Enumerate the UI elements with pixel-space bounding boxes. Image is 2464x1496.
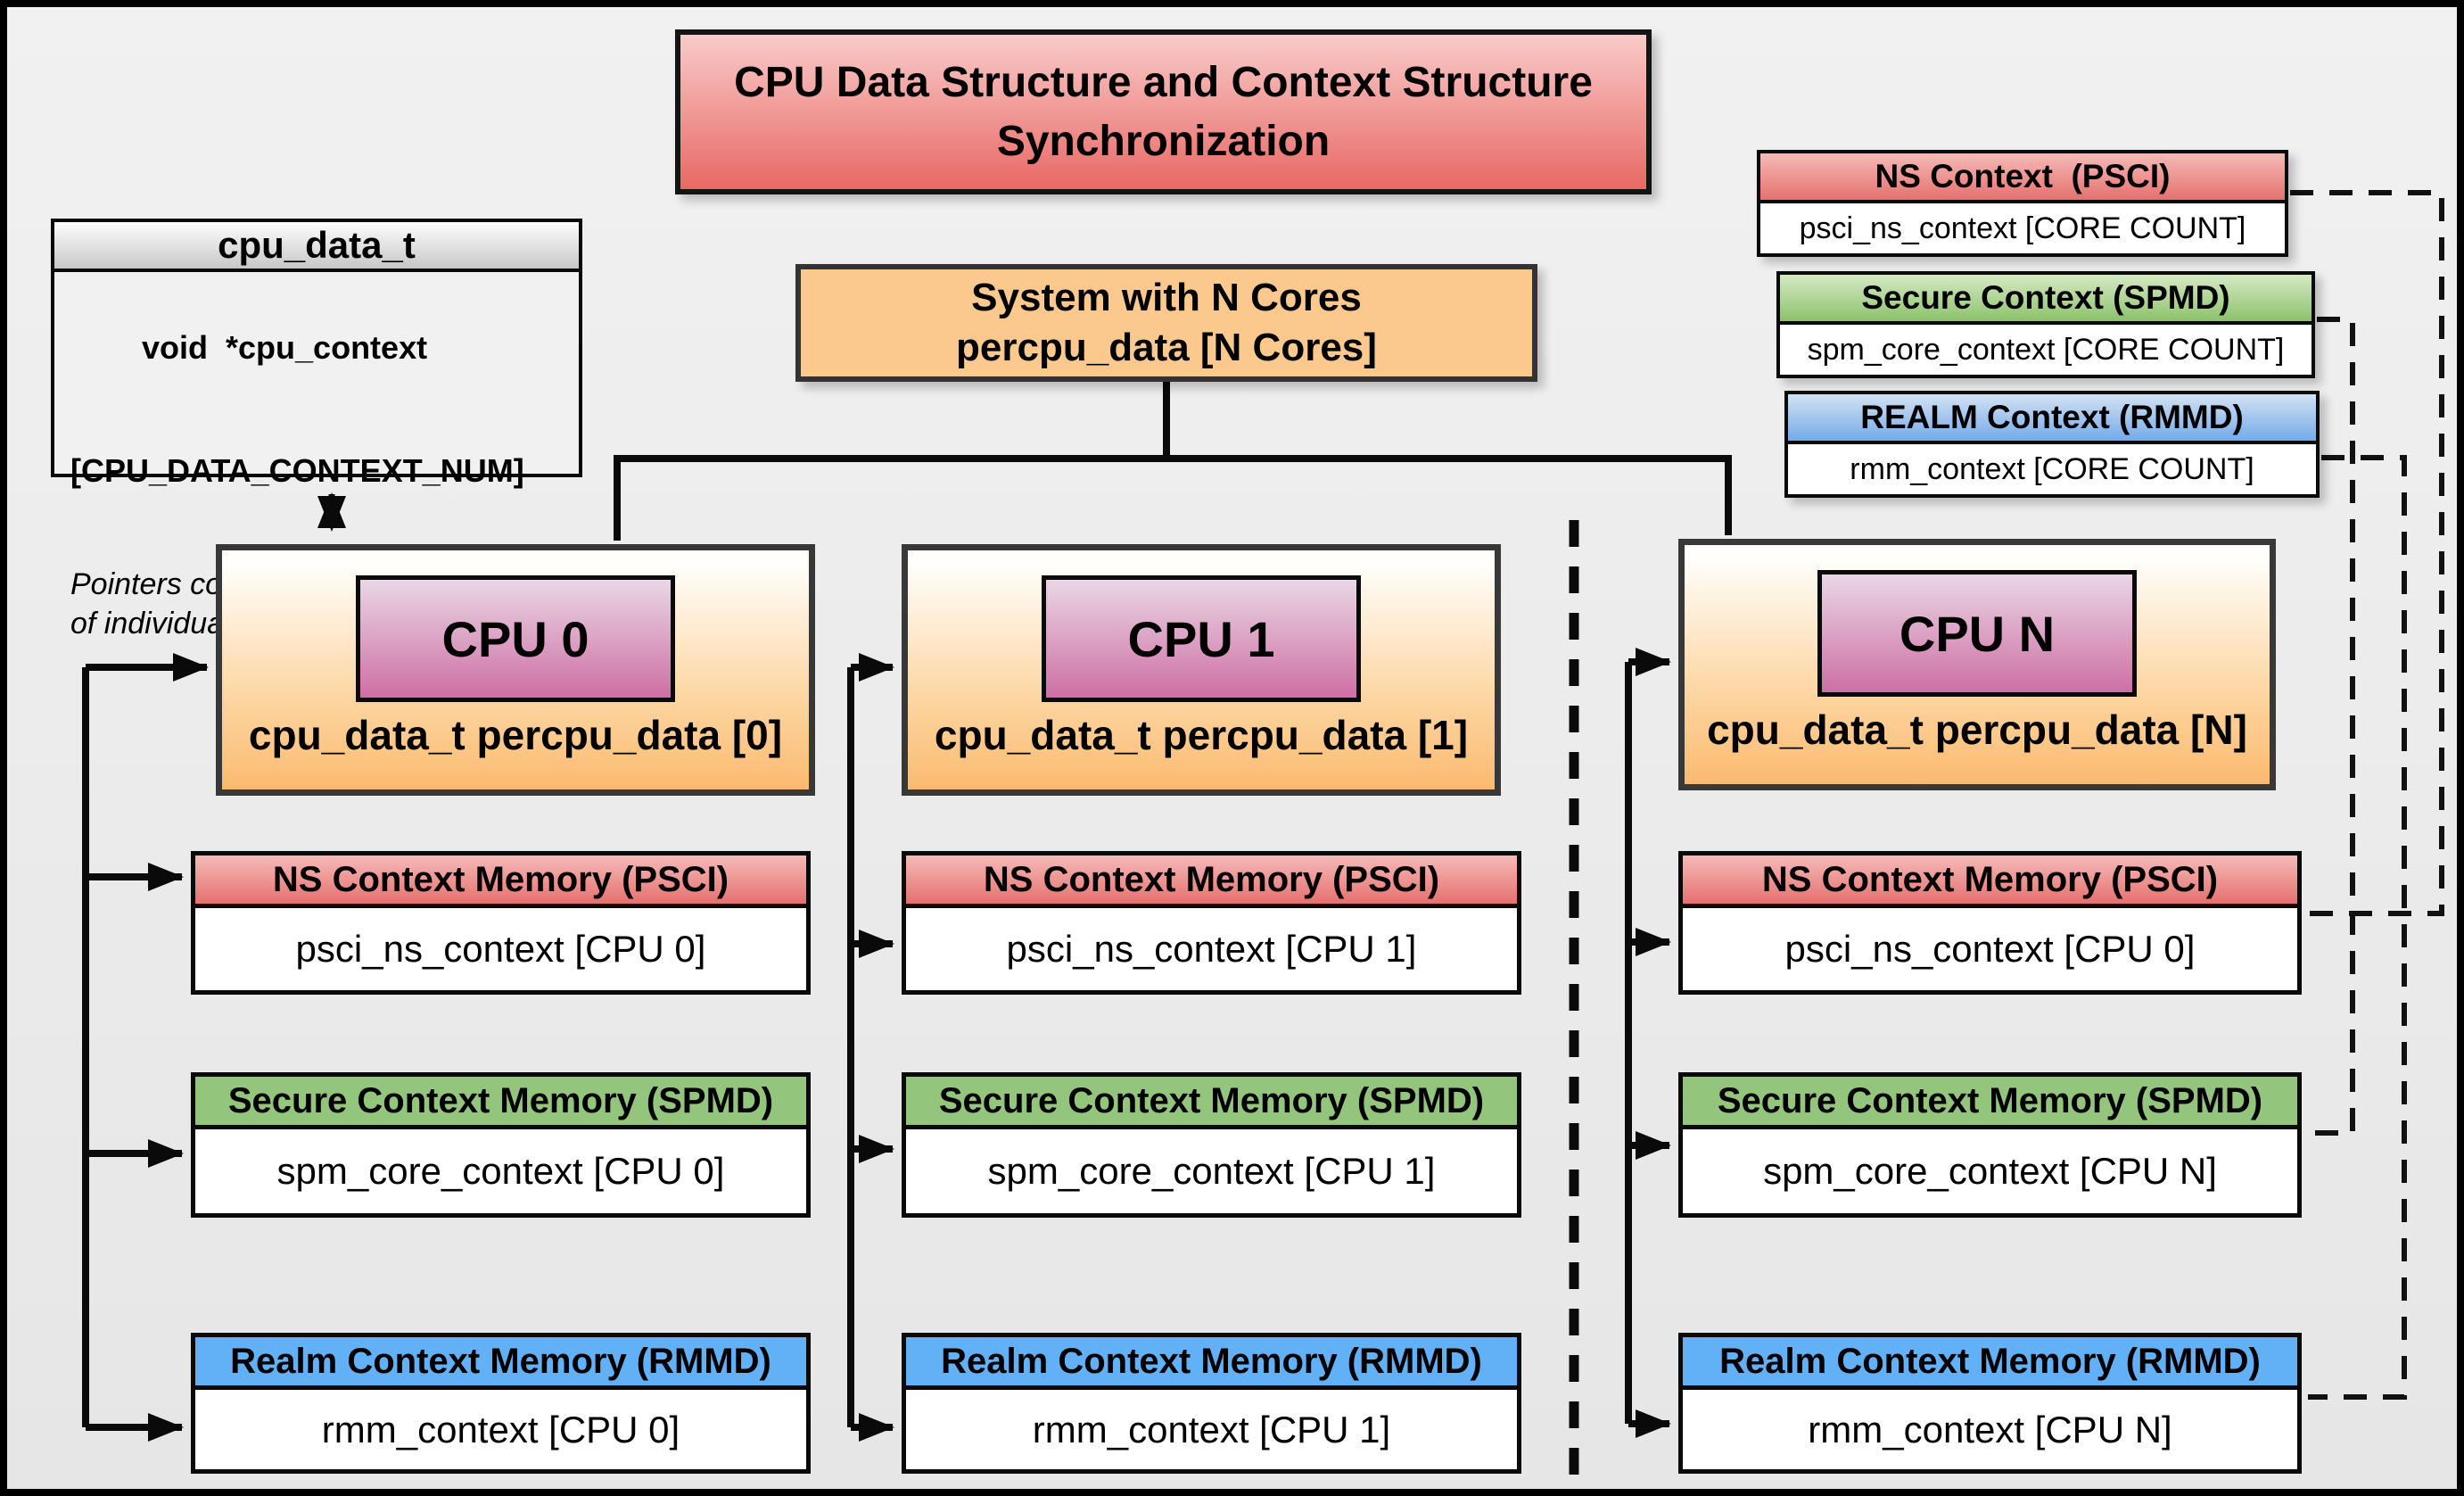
- cpu0-realm-context-memory: Realm Context Memory (RMMD) rmm_context …: [191, 1333, 811, 1474]
- legend-ns-context: NS Context (PSCI) psci_ns_context [CORE …: [1757, 150, 2288, 257]
- cpun-percpu-data: cpu_data_t percpu_data [N]: [1707, 707, 2247, 753]
- cpun-box: CPU N cpu_data_t percpu_data [N]: [1678, 539, 2276, 790]
- cpun-ns-header: NS Context Memory (PSCI): [1683, 855, 2297, 908]
- cpu0-secure-value: spm_core_context [CPU 0]: [276, 1150, 725, 1192]
- cpu1-percpu-data: cpu_data_t percpu_data [1]: [934, 712, 1469, 758]
- cpu1-ns-value: psci_ns_context [CPU 1]: [1006, 928, 1417, 970]
- cpu0-ns-header: NS Context Memory (PSCI): [195, 855, 806, 908]
- cpu0-ns-value: psci_ns_context [CPU 0]: [295, 928, 706, 970]
- system-line-2: percpu_data [N Cores]: [956, 326, 1377, 369]
- system-box: System with N Cores percpu_data [N Cores…: [795, 264, 1537, 382]
- cpu0-pointer-arrows: [82, 653, 209, 1442]
- title-line-2: Synchronization: [996, 117, 1331, 165]
- cpun-secure-value: spm_core_context [CPU N]: [1763, 1150, 2217, 1192]
- legend-realm-title: REALM Context (RMMD): [1788, 394, 2316, 444]
- cpu1-secure-context-memory: Secure Context Memory (SPMD) spm_core_co…: [902, 1072, 1521, 1218]
- title-line-1: CPU Data Structure and Context Structure: [734, 58, 1593, 106]
- cpu1-secure-header: Secure Context Memory (SPMD): [906, 1077, 1517, 1129]
- legend-secure-title: Secure Context (SPMD): [1780, 275, 2312, 325]
- legend-secure-context: Secure Context (SPMD) spm_core_context […: [1776, 271, 2315, 378]
- legend-ns-value: psci_ns_context [CORE COUNT]: [1799, 211, 2246, 245]
- cpun-realm-header: Realm Context Memory (RMMD): [1683, 1337, 2297, 1390]
- legend-realm-context: REALM Context (RMMD) rmm_context [CORE C…: [1784, 391, 2320, 498]
- cpun-label: CPU N: [1817, 570, 2137, 697]
- cpu-data-t-header: cpu_data_t: [54, 222, 579, 272]
- cpu1-realm-value: rmm_context [CPU 1]: [1032, 1408, 1391, 1451]
- cpu1-ns-context-memory: NS Context Memory (PSCI) psci_ns_context…: [902, 851, 1521, 995]
- cpu0-ns-context-memory: NS Context Memory (PSCI) psci_ns_context…: [191, 851, 811, 995]
- cpu0-label: CPU 0: [356, 575, 675, 702]
- cpu1-secure-value: spm_core_context [CPU 1]: [987, 1150, 1436, 1192]
- cpun-secure-context-memory: Secure Context Memory (SPMD) spm_core_co…: [1678, 1072, 2302, 1218]
- diagram-title: CPU Data Structure and Context Structure…: [675, 29, 1652, 194]
- system-line-1: System with N Cores: [971, 276, 1362, 319]
- cpu1-realm-header: Realm Context Memory (RMMD): [906, 1337, 1517, 1390]
- cpun-ns-value: psci_ns_context [CPU 0]: [1784, 928, 2196, 970]
- cpu0-realm-header: Realm Context Memory (RMMD): [195, 1337, 806, 1390]
- cpu1-realm-context-memory: Realm Context Memory (RMMD) rmm_context …: [902, 1333, 1521, 1474]
- legend-secure-value: spm_core_context [CORE COUNT]: [1807, 332, 2285, 367]
- cpu1-ns-header: NS Context Memory (PSCI): [906, 855, 1517, 908]
- cpun-realm-value: rmm_context [CPU N]: [1808, 1408, 2172, 1451]
- cpu0-percpu-data: cpu_data_t percpu_data [0]: [248, 712, 783, 758]
- cpu1-label: CPU 1: [1042, 575, 1361, 702]
- cpu1-box: CPU 1 cpu_data_t percpu_data [1]: [902, 544, 1501, 796]
- field-line-1: void *cpu_context: [142, 329, 428, 366]
- cpun-pointer-arrows: [1625, 648, 1671, 1438]
- cpun-realm-context-memory: Realm Context Memory (RMMD) rmm_context …: [1678, 1333, 2302, 1474]
- cpu0-box: CPU 0 cpu_data_t percpu_data [0]: [216, 544, 815, 796]
- system-bus-lines: [614, 382, 1732, 541]
- legend-realm-value: rmm_context [CORE COUNT]: [1850, 451, 2254, 486]
- legend-ns-title: NS Context (PSCI): [1760, 153, 2285, 203]
- cpun-secure-header: Secure Context Memory (SPMD): [1683, 1077, 2297, 1129]
- cpu0-realm-value: rmm_context [CPU 0]: [321, 1408, 680, 1451]
- cpu0-secure-header: Secure Context Memory (SPMD): [195, 1077, 806, 1129]
- cpun-ns-context-memory: NS Context Memory (PSCI) psci_ns_context…: [1678, 851, 2302, 995]
- realm-legend-connector: [2308, 455, 2407, 1400]
- cpu0-secure-context-memory: Secure Context Memory (SPMD) spm_core_co…: [191, 1072, 811, 1218]
- cpu-data-t-box: cpu_data_t void *cpu_context [CPU_DATA_C…: [51, 219, 582, 641]
- cpu-data-t-field: void *cpu_context [CPU_DATA_CONTEXT_NUM]: [70, 286, 563, 533]
- field-line-2: [CPU_DATA_CONTEXT_NUM]: [70, 452, 524, 489]
- cpu1-pointer-arrows: [847, 653, 894, 1442]
